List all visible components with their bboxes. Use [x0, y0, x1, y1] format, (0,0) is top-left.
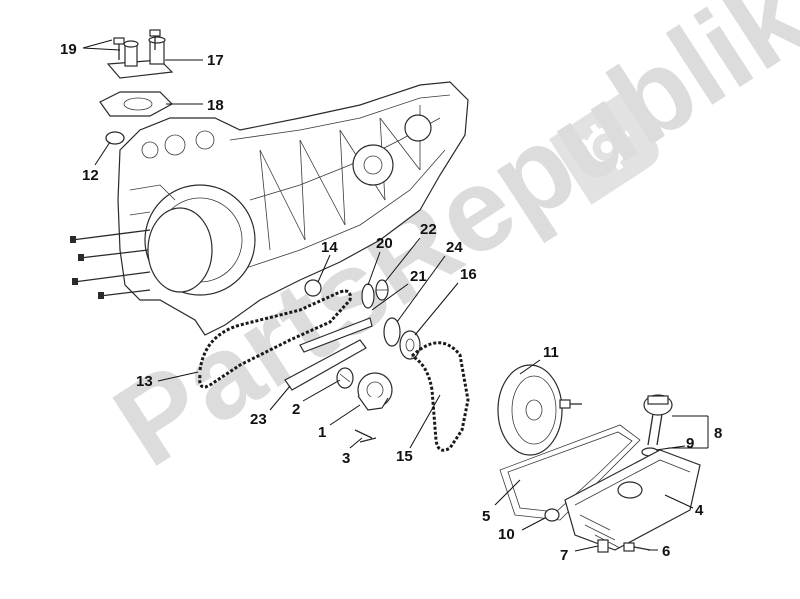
callout-6: 6 [662, 543, 670, 560]
gasket-5 [499, 424, 641, 521]
oil-filter-housing-4 [564, 449, 701, 551]
callout-20: 20 [376, 235, 393, 252]
washer-20 [361, 283, 375, 309]
callout-13: 13 [136, 373, 153, 390]
oil-pump-1 [357, 372, 393, 411]
tensioner-cap-17 [106, 36, 174, 79]
callout-19: 19 [60, 41, 77, 58]
callout-4: 4 [695, 502, 704, 519]
callout-5: 5 [482, 508, 490, 525]
callout-1: 1 [318, 424, 326, 441]
callout-16: 16 [460, 266, 477, 283]
washer-24 [383, 317, 401, 347]
callout-15: 15 [396, 448, 413, 465]
callout-22: 22 [420, 221, 437, 238]
gear-icon [581, 121, 633, 173]
screws-3 [354, 429, 377, 443]
pump-chain-15 [410, 341, 470, 452]
bolts-19 [113, 29, 161, 60]
callout-3: 3 [342, 450, 350, 467]
o-ring-12 [105, 131, 125, 145]
callout-10: 10 [498, 526, 515, 543]
cover-11 [497, 364, 582, 456]
clip-7 [597, 539, 609, 553]
callout-24: 24 [446, 239, 463, 256]
crankcase [70, 81, 469, 336]
bolt-6 [623, 542, 651, 552]
callout-8: 8 [714, 425, 722, 442]
callout-11: 11 [543, 344, 559, 361]
callout-21: 21 [410, 268, 427, 285]
plug-10 [544, 508, 560, 522]
spacer-22 [375, 279, 389, 301]
dipstick-8 [643, 394, 673, 446]
watermark-logo [549, 91, 659, 205]
chain-13 [198, 289, 352, 389]
callout-12: 12 [82, 167, 99, 184]
callout-2: 2 [292, 401, 300, 418]
callout-17: 17 [207, 52, 224, 69]
callout-labels: 19 17 18 12 20 22 24 14 21 16 11 13 2 23… [60, 41, 722, 564]
gasket-18 [99, 91, 173, 117]
sprocket-16 [399, 330, 421, 360]
callout-23: 23 [250, 411, 267, 428]
callout-14: 14 [321, 239, 338, 256]
callout-18: 18 [207, 97, 224, 114]
callout-7: 7 [560, 547, 568, 564]
callout-9: 9 [686, 435, 694, 452]
pump-plate-2 [336, 367, 354, 389]
leader-lines [82, 39, 709, 552]
chain-guide-21 [299, 317, 373, 353]
